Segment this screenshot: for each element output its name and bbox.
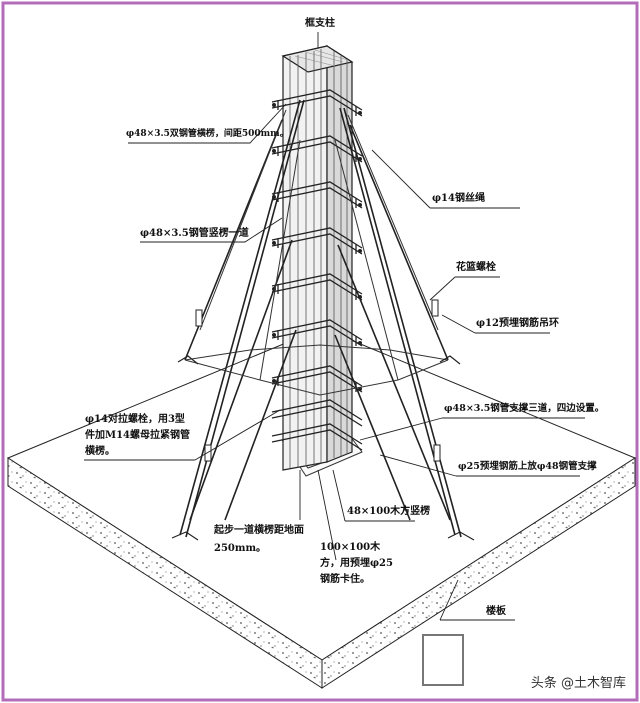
label-turnbuckle: 花篮螺栓 [456,262,496,273]
column-body [281,44,354,471]
leader-lines [84,32,585,621]
label-first-purlin: 起步一道横楞距地面250mm。 [214,525,304,554]
marker-square [422,634,464,686]
label-brace-pipes: φ48×3.5钢管支撑三道，四边设置。 [444,403,605,414]
label-rebar-ring: φ12预埋钢筋吊环 [476,318,559,329]
label-vertical-pipe: φ48×3.5钢管竖楞一道 [140,228,249,239]
label-timber-stud: 48×100木方竖楞 [347,506,431,517]
label-double-pipe-purlin: φ48×3.5双钢管横楞，间距500mm。 [126,129,289,139]
steel-pipe-braces [179,99,462,538]
floor-slab [6,327,637,689]
label-timber-square: 100×100木方，用预埋φ25钢筋卡住。 [320,542,393,585]
turnbuckles [195,299,441,462]
watermark: 头条 @土木智库 [530,676,626,691]
wire-ropes [184,109,449,396]
label-frame-column: 框支柱 [305,18,335,29]
label-floor-slab: 楼板 [486,606,506,617]
label-tie-bolt: φ14对拉螺栓，用3型件加M14螺母拉紧钢管横楞。 [85,414,190,457]
label-embedded-rebar-brace: φ25预埋钢筋上放φ48钢管支撑 [458,461,597,472]
brace-feet [171,355,475,541]
label-wire-rope: φ14钢丝绳 [432,193,485,204]
